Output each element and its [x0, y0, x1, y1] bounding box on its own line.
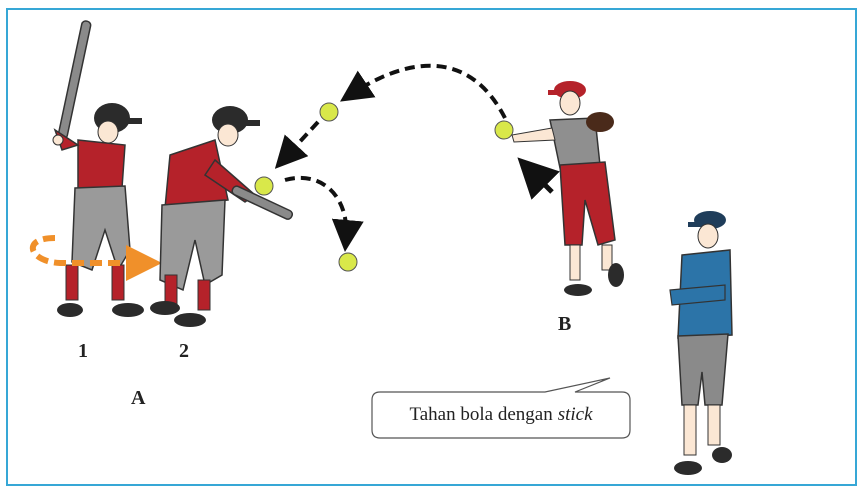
- baseball-bat-icon: [231, 185, 294, 220]
- player-1-batter: [52, 20, 144, 317]
- speech-bubble-text: Tahan bola dengan stick: [372, 395, 630, 435]
- player-2-bunter: [150, 106, 294, 327]
- player-b-pitcher: [511, 81, 624, 296]
- baseball-bat-icon: [57, 20, 92, 140]
- speech-bubble-main-text: Tahan bola dengan: [409, 404, 553, 425]
- softball-icon: [254, 102, 514, 272]
- speech-bubble-emphasis: stick: [557, 404, 593, 425]
- speech-bubble: [371, 377, 631, 439]
- dashed-arrow-icon: [274, 63, 507, 252]
- label-player-1: 1: [78, 340, 88, 362]
- label-group-a: A: [131, 387, 146, 409]
- label-player-b: B: [558, 313, 572, 335]
- coach-figure: [669, 211, 733, 475]
- throw-direction-arrow-icon: [517, 157, 560, 200]
- label-player-2: 2: [179, 340, 189, 362]
- rotation-arrow-icon: [30, 235, 162, 281]
